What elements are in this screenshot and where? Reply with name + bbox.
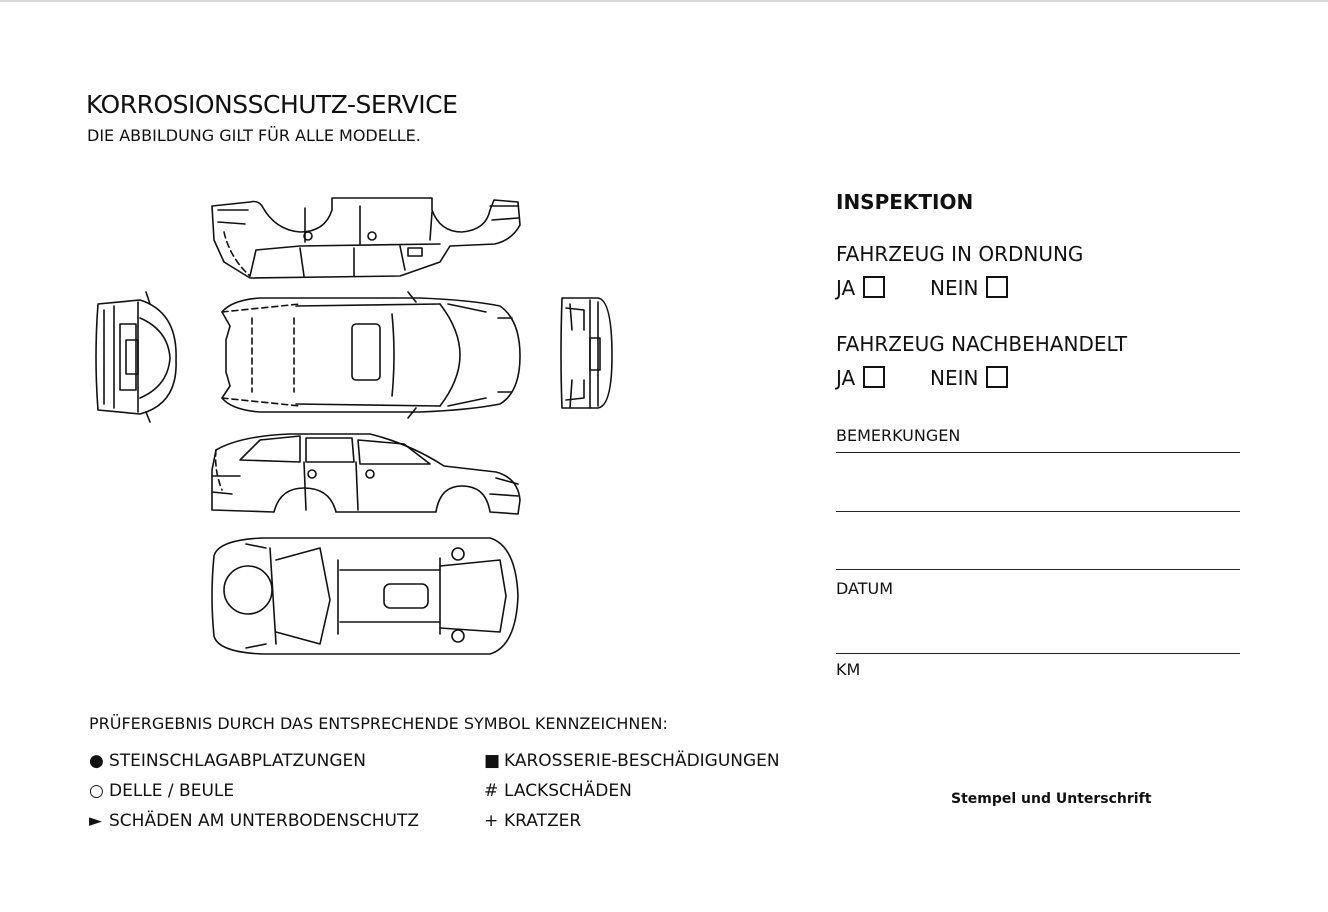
vehicle-ok-no-checkbox[interactable] (986, 276, 1009, 298)
car-underbody-view (211, 537, 519, 655)
date-label: DATUM (836, 579, 894, 598)
legend-item-underbody: ► SCHÄDEN AM UNTERBODENSCHUTZ (89, 811, 419, 831)
filled-square-icon: ■ (484, 751, 501, 771)
legend-item-body-damage: ■KAROSSERIE-BESCHÄDIGUNGEN (484, 751, 780, 771)
stamp-signature-label: Stempel und Unterschrift (951, 791, 1152, 807)
legend-item-label: DELLE / BEULE (109, 781, 235, 801)
hollow-circle-icon: ○ (89, 781, 104, 801)
legend-item-paint: #LACKSCHÄDEN (484, 781, 632, 801)
remarks-line-3[interactable] (836, 569, 1240, 570)
vehicle-ok-label: FAHRZEUG IN ORDNUNG (836, 242, 1084, 266)
legend-heading: PRÜFERGEBNIS DURCH DAS ENTSPRECHENDE SYM… (89, 714, 668, 733)
remarks-line-2[interactable] (836, 511, 1240, 512)
inspection-heading: INSPEKTION (836, 190, 974, 214)
vehicle-ok-no[interactable]: NEIN (930, 276, 1009, 300)
vehicle-ok-yes-label: JA (836, 276, 856, 300)
plus-icon: + (484, 811, 499, 831)
vehicle-treated-yes-checkbox[interactable] (863, 366, 886, 388)
legend-item-label: STEINSCHLAGABPLATZUNGEN (109, 751, 366, 771)
vehicle-treated-label: FAHRZEUG NACHBEHANDELT (836, 332, 1128, 356)
filled-circle-icon: ● (89, 751, 104, 771)
hash-icon: # (484, 781, 499, 801)
triangle-right-icon: ► (89, 811, 103, 831)
car-side-view-right (211, 433, 521, 515)
vehicle-treated-no-label: NEIN (930, 366, 979, 390)
legend-item-chipping: ●STEINSCHLAGABPLATZUNGEN (89, 751, 366, 771)
car-top-view (221, 291, 521, 419)
legend-item-label: KAROSSERIE-BESCHÄDIGUNGEN (504, 751, 780, 771)
vehicle-treated-yes[interactable]: JA (836, 366, 886, 390)
vehicle-ok-yes-checkbox[interactable] (863, 276, 886, 298)
page-subtitle: DIE ABBILDUNG GILT FÜR ALLE MODELLE. (87, 126, 421, 145)
date-line[interactable] (836, 653, 1240, 654)
top-border (0, 0, 1328, 2)
page-title: KORROSIONSSCHUTZ-SERVICE (86, 90, 458, 119)
vehicle-treated-no[interactable]: NEIN (930, 366, 1009, 390)
car-side-view-left (211, 197, 521, 279)
vehicle-treated-no-checkbox[interactable] (986, 366, 1009, 388)
legend-item-label: LACKSCHÄDEN (504, 781, 632, 801)
remarks-line-1[interactable] (836, 452, 1240, 453)
vehicle-ok-yes[interactable]: JA (836, 276, 886, 300)
legend-item-scratch: +KRATZER (484, 811, 581, 831)
vehicle-ok-no-label: NEIN (930, 276, 979, 300)
legend-item-label: SCHÄDEN AM UNTERBODENSCHUTZ (109, 811, 420, 831)
car-rear-view (560, 297, 613, 409)
car-front-view (95, 291, 177, 423)
legend-item-label: KRATZER (504, 811, 582, 831)
vehicle-treated-yes-label: JA (836, 366, 856, 390)
legend-item-dent: ○DELLE / BEULE (89, 781, 234, 801)
remarks-label: BEMERKUNGEN (836, 426, 961, 445)
km-label: KM (836, 660, 861, 679)
